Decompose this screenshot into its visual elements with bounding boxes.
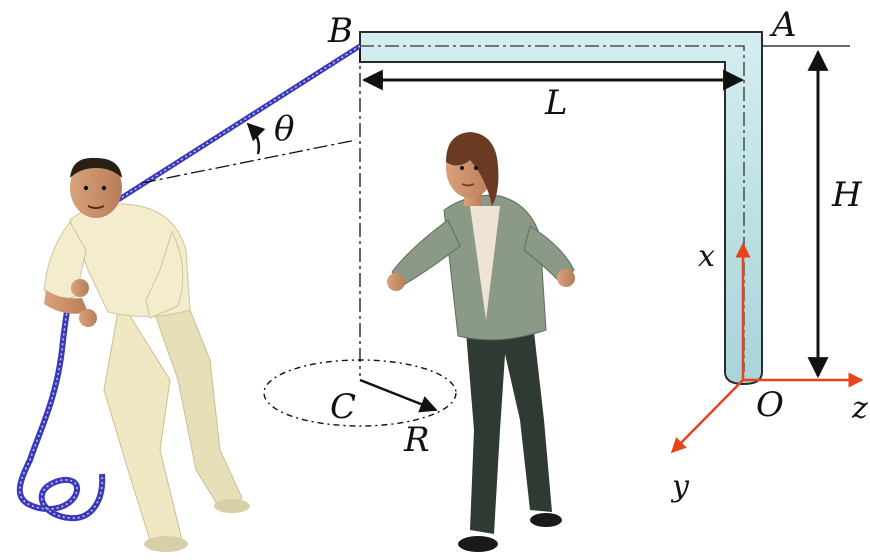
label-y: y (670, 469, 690, 504)
coordinate-axes: x O z y (670, 239, 868, 504)
label-theta: θ (274, 109, 294, 149)
dimension-H: H (807, 49, 863, 379)
axis-y (670, 379, 744, 454)
theta-arc-arrow (246, 122, 266, 155)
pipe (359, 31, 850, 386)
label-O: O (756, 385, 784, 425)
circle-path: C R (263, 359, 457, 460)
label-H: H (831, 175, 863, 215)
radius-arrow (359, 378, 438, 413)
woman-figure (387, 132, 575, 552)
label-L: L (544, 83, 568, 123)
label-R: R (403, 420, 430, 460)
label-x: x (698, 239, 715, 274)
label-C: C (330, 387, 356, 427)
angle-theta: θ (141, 109, 357, 184)
horizontal-reference (141, 139, 357, 184)
label-z: z (851, 391, 868, 426)
label-B: B (327, 11, 353, 51)
pipe-body (359, 31, 763, 386)
dimension-L: L (361, 69, 745, 123)
rope (16, 43, 362, 522)
label-A: A (769, 5, 797, 45)
man-figure (43, 157, 250, 552)
